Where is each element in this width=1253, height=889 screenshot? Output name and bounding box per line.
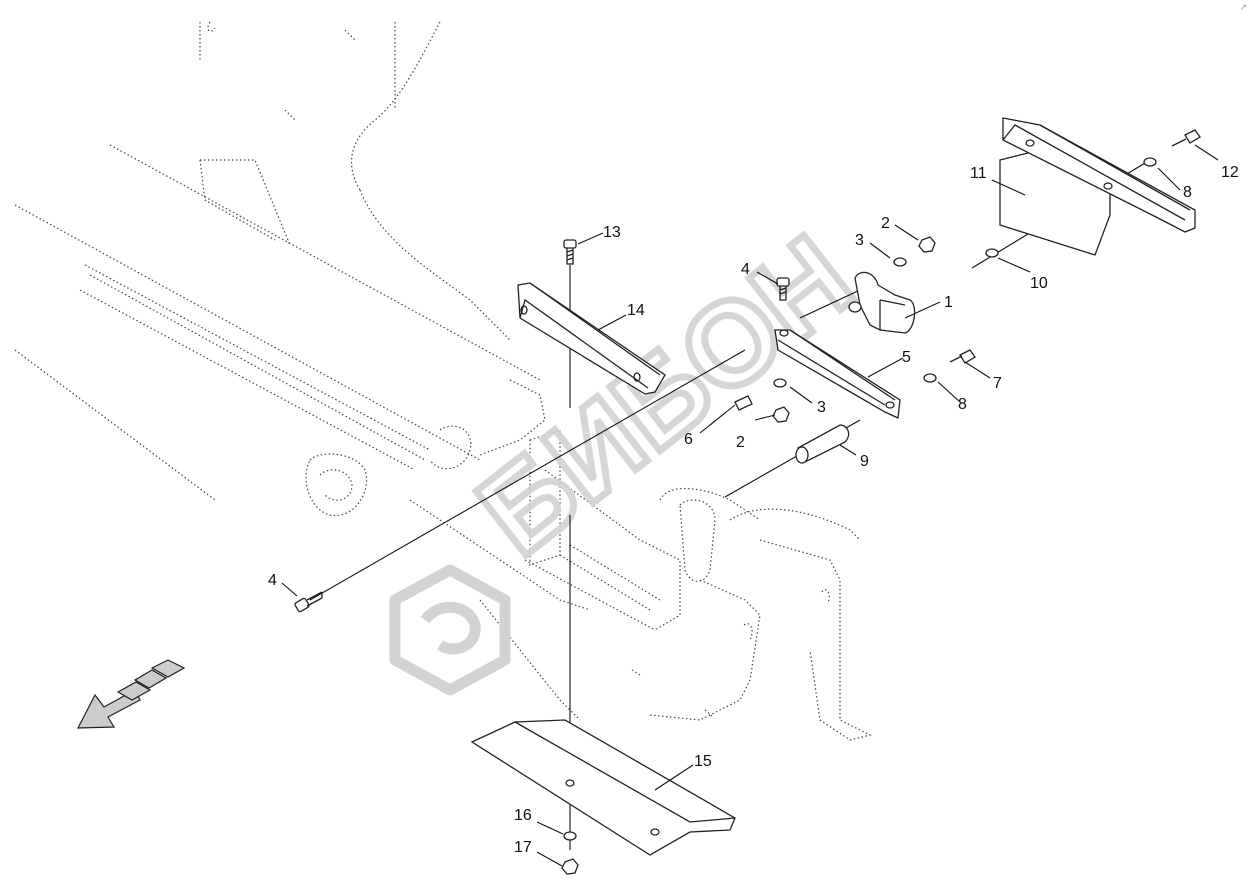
part-15-bottom-plate xyxy=(470,719,736,856)
callout-3-upper: 3 xyxy=(855,232,864,249)
callout-labels: 1 2 2 3 3 4 4 5 6 7 8 8 9 10 11 12 13 14… xyxy=(268,164,1239,856)
callout-4-lower: 4 xyxy=(268,572,277,589)
callout-2-upper: 2 xyxy=(881,215,890,232)
part-16-washer xyxy=(563,831,577,841)
part-8-washer-lower xyxy=(923,373,937,383)
direction-arrow-icon xyxy=(77,659,186,729)
part-10-washer xyxy=(985,248,999,258)
callout-9: 9 xyxy=(860,453,869,470)
callout-8-lower: 8 xyxy=(958,396,967,413)
part-14-channel-bracket xyxy=(517,282,666,395)
part-17-nut xyxy=(561,858,579,875)
callout-16: 16 xyxy=(514,807,532,824)
part-13-bolt xyxy=(563,239,577,265)
callout-12: 12 xyxy=(1221,164,1239,181)
hardware-nuts-washers xyxy=(561,129,1201,875)
callout-3-lower: 3 xyxy=(817,399,826,416)
callout-2-lower: 2 xyxy=(736,434,745,451)
part-12-screw xyxy=(1171,129,1201,147)
part-9-spacer-tube xyxy=(795,424,850,464)
callout-11: 11 xyxy=(970,165,987,182)
part-6-pin xyxy=(734,395,753,411)
callout-5: 5 xyxy=(902,349,911,366)
callout-10: 10 xyxy=(1030,275,1048,292)
part-4-bolt-lower xyxy=(294,591,323,613)
callout-14: 14 xyxy=(627,302,645,319)
part-2-nut-lower xyxy=(772,406,790,423)
part-2-nut-upper xyxy=(918,236,936,253)
callout-leader-lines xyxy=(281,144,1219,867)
callout-7: 7 xyxy=(993,375,1002,392)
callout-15: 15 xyxy=(694,753,712,770)
callout-6: 6 xyxy=(684,431,693,448)
part-5-lever xyxy=(774,329,901,419)
part-3-washer-lower xyxy=(773,378,787,388)
part-7-screw xyxy=(949,349,976,364)
part-4-bolt-upper xyxy=(776,277,790,301)
machine-frame-outline xyxy=(14,21,872,741)
callout-4-upper: 4 xyxy=(741,261,750,278)
corner-mark: ↗ xyxy=(1239,2,1247,12)
part-3-washer-upper xyxy=(893,257,907,267)
callout-17: 17 xyxy=(514,839,532,856)
callout-1: 1 xyxy=(944,294,953,311)
callout-13: 13 xyxy=(603,224,621,241)
callout-8-upper: 8 xyxy=(1183,184,1192,201)
part-8-washer-upper xyxy=(1143,157,1157,167)
part-11-plate-bracket xyxy=(999,117,1196,256)
part-1-sensor xyxy=(848,271,916,334)
